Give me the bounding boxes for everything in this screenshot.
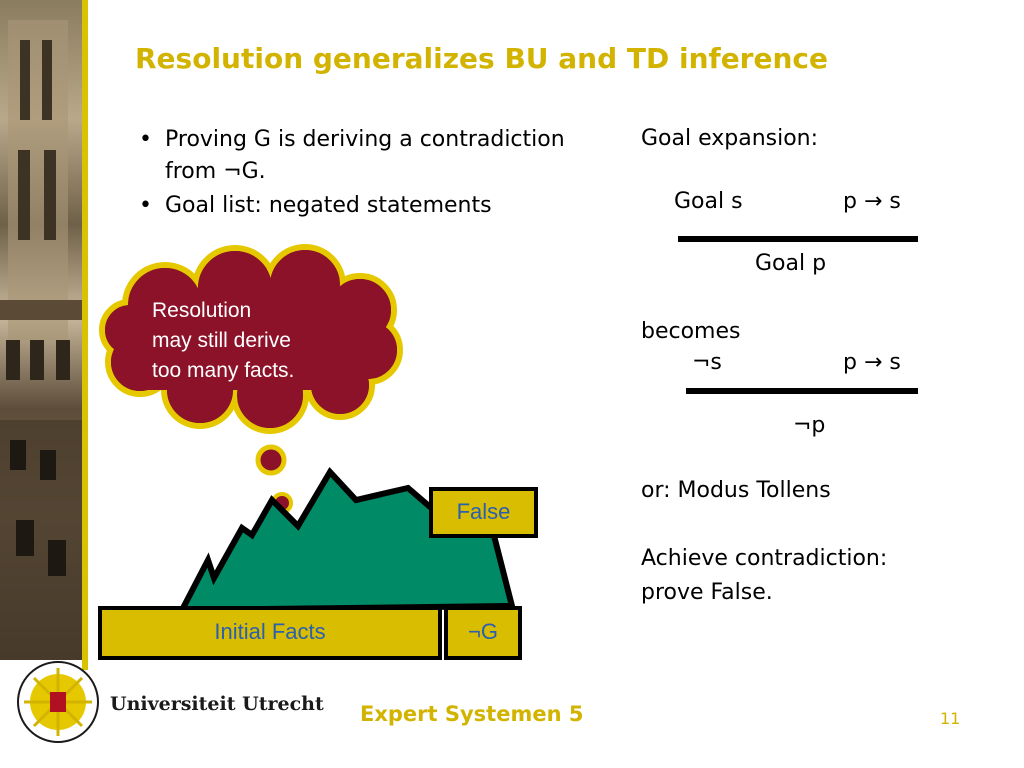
thought-bubble bbox=[255, 444, 287, 476]
neg-g-box bbox=[444, 606, 522, 660]
cloud-line: too many facts. bbox=[152, 359, 295, 382]
premise-goal-s: Goal s bbox=[674, 189, 743, 214]
cloud-text: Resolution may still derive too many fac… bbox=[152, 296, 342, 386]
conclusion-not-p: ¬p bbox=[793, 413, 826, 438]
slide-title: Resolution generalizes BU and TD inferen… bbox=[135, 42, 828, 75]
achieve-line-1: Achieve contradiction: bbox=[641, 546, 888, 571]
bullet-list: Proving G is deriving a contradiction fr… bbox=[135, 124, 575, 224]
bullet-item: Goal list: negated statements bbox=[135, 190, 575, 222]
becomes-label: becomes bbox=[641, 319, 741, 344]
bullet-item: Proving G is deriving a contradiction fr… bbox=[135, 124, 575, 188]
cathedral-photo bbox=[0, 0, 82, 660]
university-name: Universiteit Utrecht bbox=[110, 693, 324, 715]
premise-implication-2: p → s bbox=[843, 350, 901, 375]
neg-g-label: ¬G bbox=[468, 619, 498, 644]
premise-implication-1: p → s bbox=[843, 189, 901, 214]
course-name: Expert Systemen 5 bbox=[360, 702, 584, 726]
accent-bar bbox=[82, 0, 88, 670]
initial-facts-box bbox=[98, 606, 442, 660]
university-seal-icon bbox=[17, 661, 99, 743]
false-box bbox=[429, 487, 538, 538]
achieve-line-2: prove False. bbox=[641, 580, 773, 605]
goal-expansion-heading: Goal expansion: bbox=[641, 126, 819, 151]
conclusion-goal-p: Goal p bbox=[755, 251, 827, 276]
cloud-line: may still derive bbox=[152, 329, 291, 352]
premise-not-s: ¬s bbox=[692, 350, 722, 375]
page-number: 11 bbox=[940, 709, 961, 728]
modus-tollens-note: or: Modus Tollens bbox=[641, 478, 831, 503]
initial-facts-label: Initial Facts bbox=[214, 619, 326, 644]
inference-rule-line bbox=[686, 388, 918, 394]
cloud-line: Resolution bbox=[152, 299, 252, 322]
inference-rule-line bbox=[678, 236, 918, 242]
false-label: False bbox=[456, 499, 511, 524]
